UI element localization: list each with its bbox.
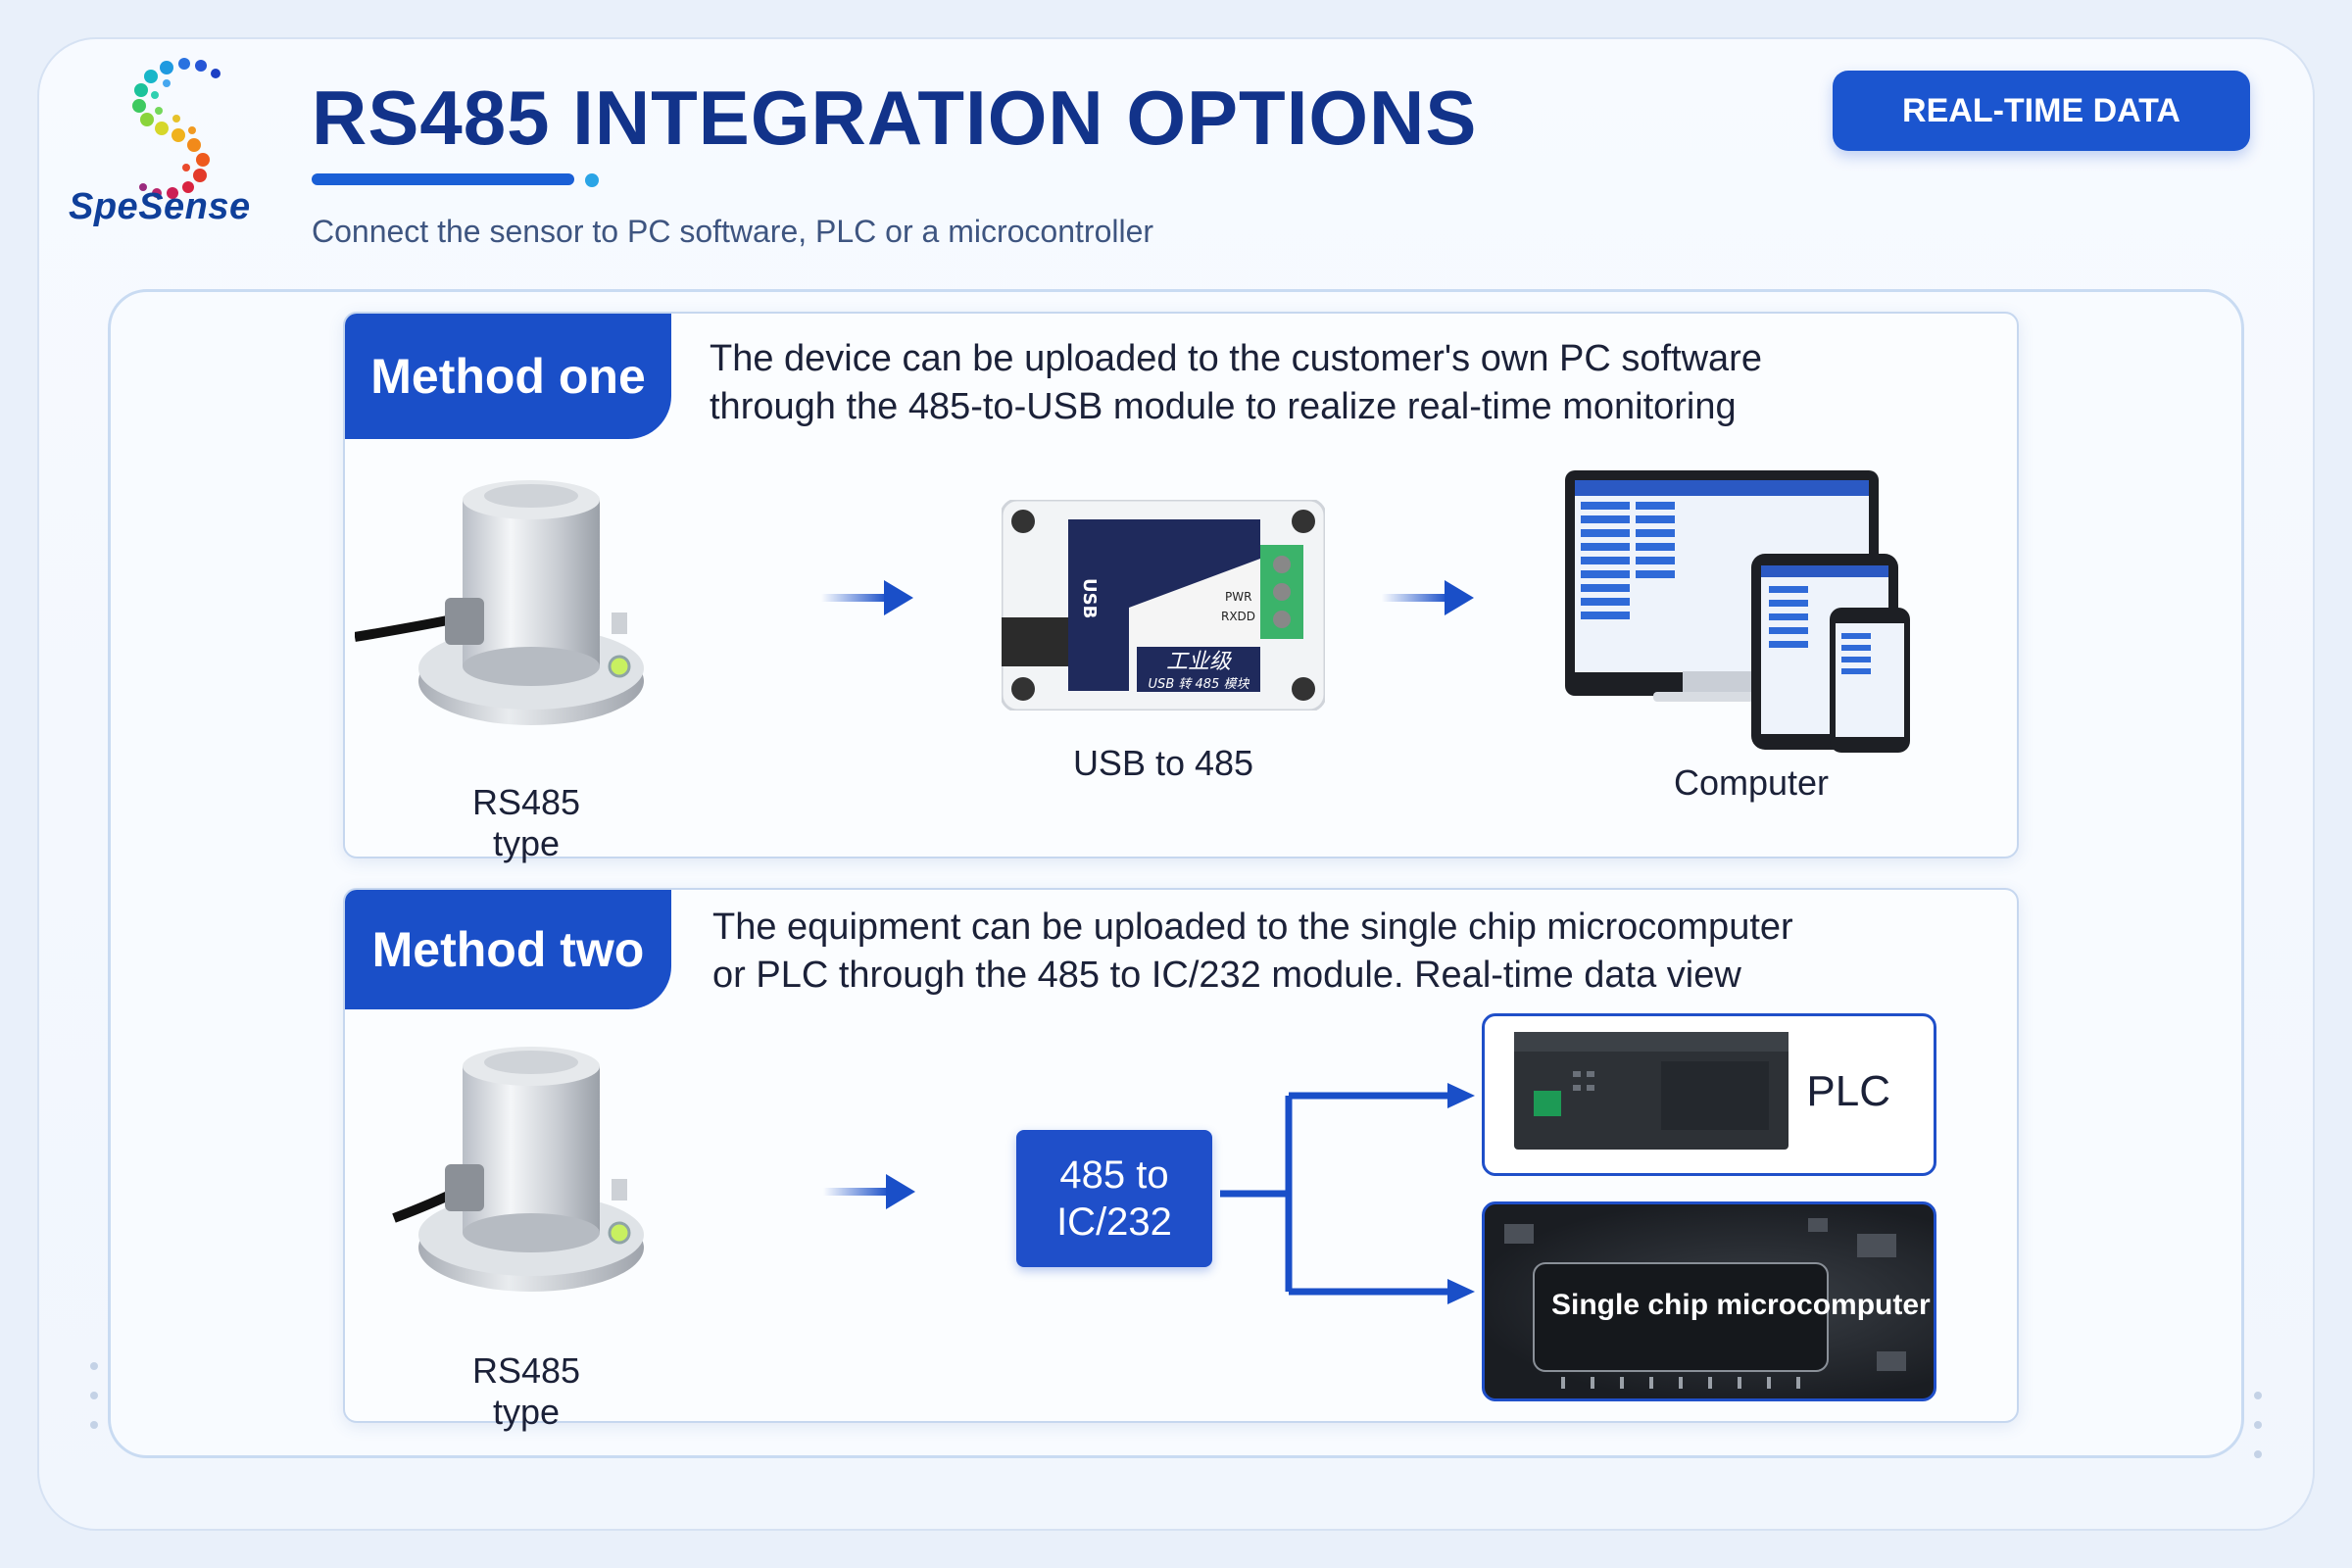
- computer-devices-image: [1565, 470, 1910, 753]
- method-two-description-line1: The equipment can be uploaded to the sin…: [712, 906, 1793, 948]
- single-chip-microcomputer-card: Single chip microcomputer: [1482, 1201, 1936, 1401]
- 485-to-ic232-module: 485 to IC/232: [1016, 1130, 1212, 1267]
- plc-card: PLC: [1482, 1013, 1936, 1176]
- module-rxdd-text: RXDD: [1221, 610, 1255, 623]
- method-one-sensor-label: RS485 type: [471, 782, 581, 863]
- method-two-panel: Method two The equipment can be uploaded…: [343, 888, 2019, 1432]
- method-one-panel: Method one The device can be uploaded to…: [343, 312, 2019, 863]
- branch-connector-icon: [1220, 1083, 1475, 1304]
- usb-to-485-label: USB to 485: [1072, 743, 1254, 783]
- usb-to-485-module-image: 工业级 USB 转 485 模块 PWR RXDD USB: [1002, 500, 1325, 710]
- module-desc-text: USB 转 485 模块: [1149, 677, 1250, 692]
- plc-label: PLC: [1806, 1067, 1890, 1115]
- method-two-description-line2: or PLC through the 485 to IC/232 module.…: [712, 955, 1741, 996]
- decorative-dot: [90, 1421, 98, 1429]
- decorative-dot: [2254, 1421, 2262, 1429]
- method-two-tab: Method two: [345, 890, 671, 1009]
- module-line1: 485 to: [1059, 1153, 1169, 1197]
- method-two-sensor-label: RS485 type: [471, 1350, 581, 1432]
- page-title: RS485 INTEGRATION OPTIONS: [312, 74, 1478, 161]
- spesense-swirl-logo-icon: [132, 58, 220, 199]
- rs485-sensor-image: [392, 1047, 644, 1292]
- decorative-dot: [2254, 1450, 2262, 1458]
- arrow-right-icon: [821, 580, 913, 615]
- computer-label: Computer: [1673, 762, 1830, 803]
- decorative-dot: [2254, 1392, 2262, 1399]
- microchip-image: [1504, 1218, 1906, 1389]
- plc-device-image: [1514, 1032, 1788, 1150]
- method-one-description: The device can be uploaded to the custom…: [710, 335, 1984, 431]
- module-usb-text: USB: [1079, 578, 1100, 618]
- module-grade-text: 工业级: [1166, 650, 1233, 674]
- mcu-label: Single chip microcomputer: [1551, 1289, 1931, 1321]
- brand-name: SpeSense: [69, 186, 251, 227]
- method-one-description-line1: The device can be uploaded to the custom…: [710, 338, 1762, 379]
- method-two-description: The equipment can be uploaded to the sin…: [712, 904, 1986, 1000]
- decorative-dot: [90, 1392, 98, 1399]
- title-underline-dot: [585, 173, 599, 187]
- method-one-tab: Method one: [345, 314, 671, 439]
- page-subtitle: Connect the sensor to PC software, PLC o…: [312, 214, 1154, 249]
- method-one-description-line2: through the 485-to-USB module to realize…: [710, 386, 1737, 427]
- title-underline: [312, 173, 574, 185]
- module-line2: IC/232: [1056, 1200, 1172, 1244]
- realtime-data-badge[interactable]: REAL-TIME DATA: [1833, 71, 2250, 151]
- arrow-right-icon: [1382, 580, 1474, 615]
- arrow-right-icon: [823, 1174, 915, 1209]
- rs485-sensor-image: [355, 480, 644, 725]
- decorative-dot: [90, 1362, 98, 1370]
- module-pwr-text: PWR: [1225, 590, 1251, 604]
